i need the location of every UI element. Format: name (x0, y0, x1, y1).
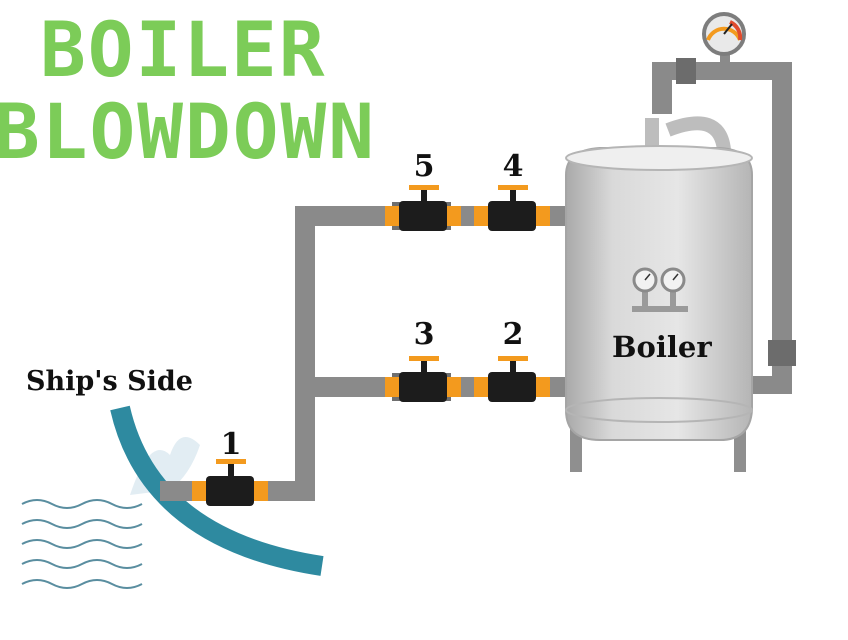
valve-number-1: 1 (220, 427, 242, 462)
valve-2-icon (474, 356, 550, 402)
boiler-label: Boiler (612, 330, 712, 364)
valve-number-3: 3 (413, 317, 435, 352)
valve-1-icon (192, 459, 268, 506)
title-line-2: BLOWDOWN (0, 87, 377, 176)
valve-5-icon (385, 185, 461, 231)
water-waves (21, 499, 143, 589)
valve-number-2: 2 (502, 317, 524, 352)
ships-side-label: Ship's Side (26, 366, 193, 397)
pressure-gauge-icon (702, 12, 746, 56)
title-line-1: BOILER (40, 5, 327, 94)
ship-hull (110, 405, 324, 576)
valve-4-icon (474, 185, 550, 231)
boiler-gauges-icon (632, 267, 688, 312)
gauge-line-coupling-side (768, 340, 796, 366)
valve-number-5: 5 (413, 149, 435, 184)
valve-3-icon (385, 356, 461, 402)
gauge-line-coupling-top (676, 58, 696, 84)
boiler-vessel (565, 145, 753, 441)
valve-number-4: 4 (502, 149, 524, 184)
